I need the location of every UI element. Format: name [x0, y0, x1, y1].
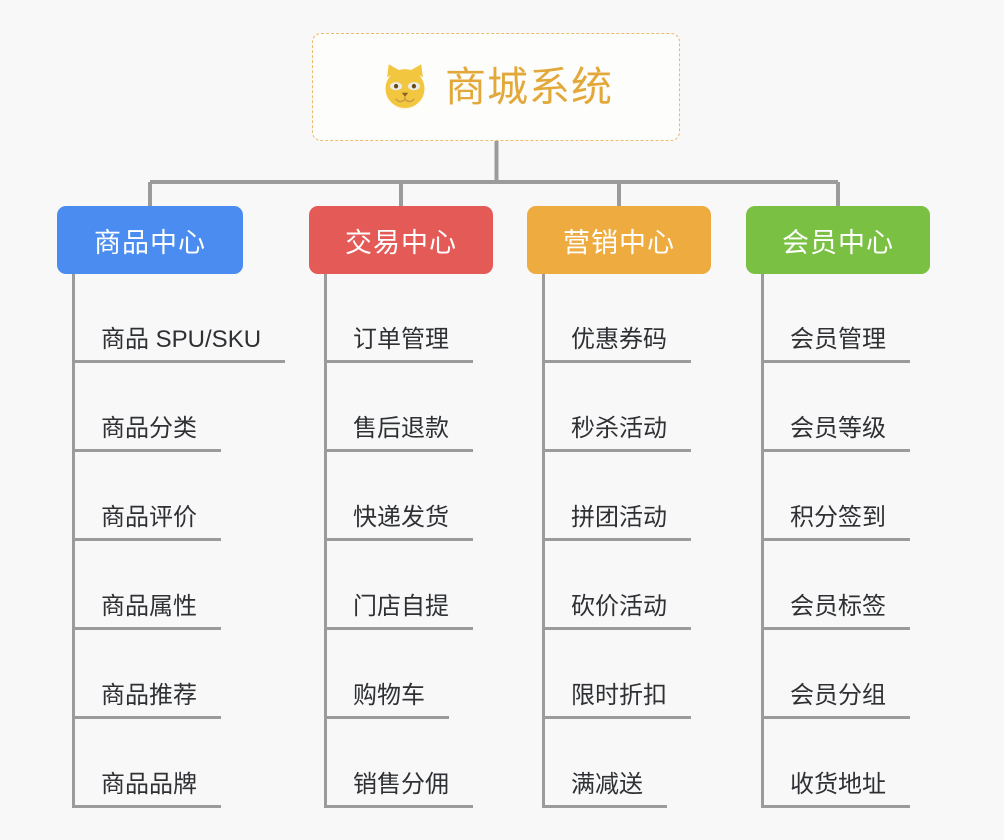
leaf-underline: 售后退款 [324, 414, 473, 452]
leaf-label: 商品品牌 [101, 771, 197, 798]
leaf-item[interactable]: 会员等级 [761, 363, 910, 452]
leaf-label: 积分签到 [790, 504, 886, 531]
leaf-item[interactable]: 会员标签 [761, 541, 910, 630]
leaf-item[interactable]: 门店自提 [324, 541, 473, 630]
leaf-underline: 商品评价 [72, 503, 221, 541]
leaf-underline: 购物车 [324, 681, 449, 719]
leaf-underline: 会员分组 [761, 681, 910, 719]
category-label: 商品中心 [94, 227, 206, 258]
leaf-item[interactable]: 订单管理 [324, 274, 473, 363]
leaf-item[interactable]: 积分签到 [761, 452, 910, 541]
leaf-underline: 积分签到 [761, 503, 910, 541]
leaf-underline: 商品 SPU/SKU [72, 325, 286, 363]
leaf-label: 商品 SPU/SKU [101, 326, 262, 353]
category-header-会员中心[interactable]: 会员中心 [746, 206, 930, 274]
category-header-交易中心[interactable]: 交易中心 [309, 206, 493, 274]
leaf-underline: 商品分类 [72, 414, 221, 452]
leaf-underline: 会员管理 [761, 325, 910, 363]
branch-trunk-line [324, 274, 327, 808]
leaf-label: 砍价活动 [571, 593, 667, 620]
leaf-item[interactable]: 销售分佣 [324, 719, 473, 808]
leaf-underline: 订单管理 [324, 325, 473, 363]
leaf-underline: 砍价活动 [542, 592, 691, 630]
leaf-underline: 销售分佣 [324, 770, 473, 808]
leaf-label: 订单管理 [353, 326, 449, 353]
leaf-underline: 商品推荐 [72, 681, 221, 719]
leaf-label: 门店自提 [353, 593, 449, 620]
leaf-underline: 秒杀活动 [542, 414, 691, 452]
category-label: 会员中心 [782, 227, 894, 258]
leaf-label: 会员分组 [790, 682, 886, 709]
leaf-item[interactable]: 会员分组 [761, 630, 910, 719]
leaf-underline: 满减送 [542, 770, 667, 808]
leaf-item[interactable]: 拼团活动 [542, 452, 691, 541]
category-header-商品中心[interactable]: 商品中心 [57, 206, 243, 274]
leaf-label: 商品分类 [101, 415, 197, 442]
leaf-label: 会员等级 [790, 415, 886, 442]
leaf-label: 会员标签 [790, 593, 886, 620]
leaf-label: 会员管理 [790, 326, 886, 353]
leaf-item[interactable]: 收货地址 [761, 719, 910, 808]
leaf-label: 限时折扣 [571, 682, 667, 709]
leaf-item[interactable]: 快递发货 [324, 452, 473, 541]
leaf-item[interactable]: 会员管理 [761, 274, 910, 363]
leaf-item[interactable]: 购物车 [324, 630, 449, 719]
leaf-item[interactable]: 砍价活动 [542, 541, 691, 630]
leaf-label: 售后退款 [353, 415, 449, 442]
leaf-underline: 门店自提 [324, 592, 473, 630]
leaf-underline: 收货地址 [761, 770, 910, 808]
category-label: 营销中心 [563, 227, 675, 258]
category-header-营销中心[interactable]: 营销中心 [527, 206, 711, 274]
leaf-label: 销售分佣 [353, 771, 449, 798]
leaf-underline: 商品品牌 [72, 770, 221, 808]
root-title: 商城系统 [445, 63, 613, 110]
leaf-item[interactable]: 商品 SPU/SKU [72, 274, 286, 363]
branch-trunk-line [542, 274, 545, 808]
leaf-item[interactable]: 限时折扣 [542, 630, 691, 719]
leaf-label: 商品评价 [101, 504, 197, 531]
leaf-underline: 优惠券码 [542, 325, 691, 363]
leaf-item[interactable]: 售后退款 [324, 363, 473, 452]
root-node-content: 商城系统 [379, 61, 613, 113]
leaf-underline: 快递发货 [324, 503, 473, 541]
leaf-label: 拼团活动 [571, 504, 667, 531]
branch-trunk-line [72, 274, 75, 808]
leaf-label: 商品推荐 [101, 682, 197, 709]
leaf-item[interactable]: 优惠券码 [542, 274, 691, 363]
leaf-label: 优惠券码 [571, 326, 667, 353]
leaf-item[interactable]: 商品推荐 [72, 630, 221, 719]
leaf-item[interactable]: 商品评价 [72, 452, 221, 541]
leaf-label: 快递发货 [353, 504, 449, 531]
leaf-label: 满减送 [571, 771, 643, 798]
leaf-underline: 拼团活动 [542, 503, 691, 541]
leaf-underline: 限时折扣 [542, 681, 691, 719]
branch-trunk-line [761, 274, 764, 808]
leaf-item[interactable]: 商品品牌 [72, 719, 221, 808]
category-label: 交易中心 [345, 227, 457, 258]
leaf-item[interactable]: 秒杀活动 [542, 363, 691, 452]
leaf-underline: 会员标签 [761, 592, 910, 630]
leaf-underline: 商品属性 [72, 592, 221, 630]
leaf-label: 商品属性 [101, 593, 197, 620]
leaf-item[interactable]: 商品分类 [72, 363, 221, 452]
shiba-dog-face-icon [385, 64, 425, 110]
root-node[interactable]: 商城系统 [312, 33, 680, 141]
leaf-label: 收货地址 [790, 771, 886, 798]
leaf-label: 秒杀活动 [571, 415, 667, 442]
leaf-label: 购物车 [353, 682, 425, 709]
leaf-item[interactable]: 商品属性 [72, 541, 221, 630]
leaf-underline: 会员等级 [761, 414, 910, 452]
leaf-item[interactable]: 满减送 [542, 719, 667, 808]
